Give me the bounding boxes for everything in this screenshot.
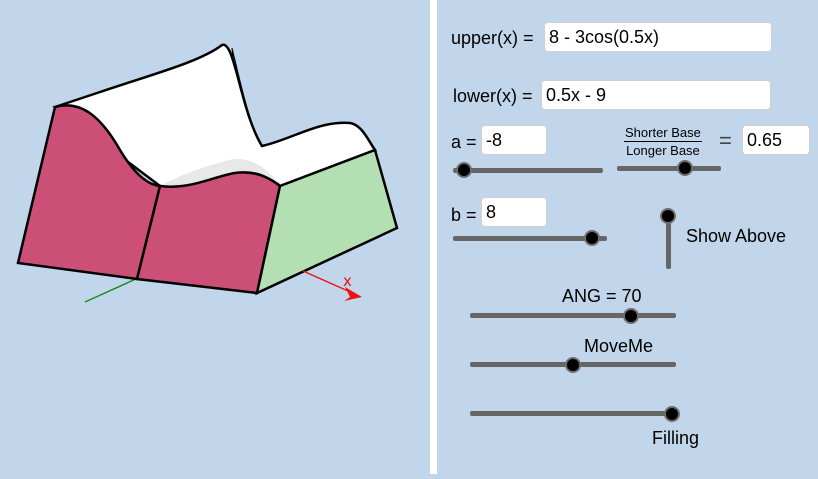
lower-input[interactable]: 0.5x - 9 <box>541 80 771 110</box>
ratio-equals: = <box>719 128 732 153</box>
ratio-denominator: Longer Base <box>626 143 700 158</box>
moveme-slider-knob[interactable] <box>565 357 581 373</box>
top-shade <box>160 159 280 188</box>
ratio-slider-knob[interactable] <box>676 160 693 176</box>
x-axis-label: x <box>343 272 352 290</box>
right-face <box>255 148 399 296</box>
a-slider-track[interactable] <box>453 168 603 173</box>
show-above-slider-knob[interactable] <box>660 208 676 224</box>
b-slider-knob[interactable] <box>583 230 600 246</box>
ang-slider-knob[interactable] <box>622 308 639 324</box>
ratio-slider-track[interactable] <box>617 166 721 171</box>
show-above-label: Show Above <box>686 226 787 246</box>
filling-slider-track[interactable] <box>470 411 676 416</box>
y-axis <box>84 277 139 303</box>
moveme-label: MoveMe <box>584 336 654 356</box>
b-slider-track[interactable] <box>453 236 607 241</box>
graphics-view[interactable]: x <box>0 0 430 474</box>
filling-label: Filling <box>652 428 700 448</box>
lower-label: lower(x) = <box>453 86 533 106</box>
upper-input[interactable]: 8 - 3cos(0.5x) <box>544 22 772 52</box>
ang-label: ANG = 70 <box>562 286 642 306</box>
ratio-input[interactable]: 0.65 <box>742 125 810 155</box>
b-label: b = <box>451 205 477 225</box>
ratio-numerator: Shorter Base <box>624 125 702 142</box>
a-label: a = <box>451 132 477 152</box>
a-input[interactable]: -8 <box>481 125 547 155</box>
view-divider[interactable] <box>430 0 437 474</box>
ratio-fraction-label: Shorter Base Longer Base <box>624 125 702 158</box>
a-slider-knob[interactable] <box>455 162 472 178</box>
ang-slider-track[interactable] <box>470 313 676 318</box>
filling-slider-knob[interactable] <box>664 406 680 422</box>
solid-3d-view[interactable]: x <box>0 0 430 474</box>
upper-label: upper(x) = <box>451 28 534 48</box>
b-input[interactable]: 8 <box>481 197 547 227</box>
x-axis-arrow <box>344 287 362 301</box>
front-face <box>135 171 282 295</box>
show-above-slider-track[interactable] <box>666 217 671 269</box>
algebra-panel: upper(x) = 8 - 3cos(0.5x) lower(x) = 0.5… <box>437 0 818 474</box>
